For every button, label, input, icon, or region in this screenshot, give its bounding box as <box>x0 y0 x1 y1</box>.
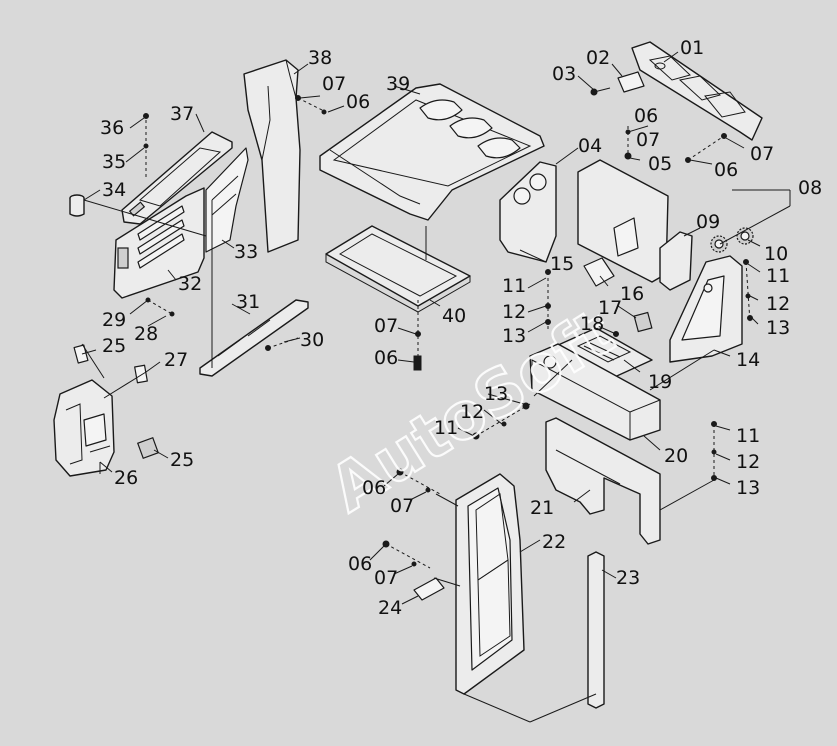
part-25b-pad <box>136 436 160 460</box>
callout-06: 06 <box>346 91 370 113</box>
callout-27: 27 <box>164 349 188 371</box>
part-14-right-console <box>669 255 743 363</box>
callout-25: 25 <box>102 335 126 357</box>
part-20-frame <box>529 343 661 441</box>
callout-03: 03 <box>552 63 576 85</box>
callout-13: 13 <box>766 317 790 339</box>
part-33-inner-panel <box>205 147 249 253</box>
part-03-screw <box>590 87 611 96</box>
callout-26: 26 <box>114 467 138 489</box>
part-09-cover <box>659 231 693 291</box>
part-26-side-console <box>53 379 115 477</box>
part-31-bracket-strip <box>199 299 309 377</box>
part-38-side-post <box>243 59 301 253</box>
part-17-connector <box>633 311 653 333</box>
callout-07: 07 <box>374 315 398 337</box>
callout-12: 12 <box>502 301 526 323</box>
callout-25: 25 <box>170 449 194 471</box>
part-05-back-panel <box>577 159 669 283</box>
callout-10: 10 <box>764 243 788 265</box>
callout-06: 06 <box>362 477 386 499</box>
callout-18: 18 <box>580 313 604 335</box>
callout-labels: 01 02 03 04 05 06 06 06 06 06 06 07 07 0… <box>100 37 822 619</box>
part-32-side-panel <box>113 187 205 299</box>
callout-06: 06 <box>348 553 372 575</box>
part-16-square-plate <box>583 257 615 287</box>
callout-32: 32 <box>178 273 202 295</box>
part-24-plate <box>413 577 445 601</box>
callout-20: 20 <box>664 445 688 467</box>
callout-11: 11 <box>434 417 458 439</box>
callout-22: 22 <box>542 531 566 553</box>
callout-40: 40 <box>442 305 466 327</box>
part-25a-clip <box>73 344 89 364</box>
part-39-roof-panel <box>319 83 545 221</box>
callout-01: 01 <box>680 37 704 59</box>
callout-07: 07 <box>374 567 398 589</box>
callout-33: 33 <box>234 241 258 263</box>
callout-05: 05 <box>648 153 672 175</box>
callout-06: 06 <box>374 347 398 369</box>
part-40-tray <box>325 225 471 313</box>
callout-06: 06 <box>634 105 658 127</box>
callout-28: 28 <box>134 323 158 345</box>
callout-04: 04 <box>578 135 602 157</box>
callout-38: 38 <box>308 47 332 69</box>
callout-12: 12 <box>766 293 790 315</box>
callout-02: 02 <box>586 47 610 69</box>
part-02-plate <box>617 71 645 93</box>
callout-39: 39 <box>386 73 410 95</box>
part-01-rear-trim <box>631 41 763 141</box>
callout-13: 13 <box>736 477 760 499</box>
leader-lines <box>81 51 791 723</box>
part-21-base-bracket <box>545 417 661 545</box>
part-22-door-frame <box>455 473 525 695</box>
callout-30: 30 <box>300 329 324 351</box>
callout-17: 17 <box>598 297 622 319</box>
callout-07: 07 <box>636 129 660 151</box>
callout-16: 16 <box>620 283 644 305</box>
callout-36: 36 <box>100 117 124 139</box>
callout-37: 37 <box>170 103 194 125</box>
callout-12: 12 <box>460 401 484 423</box>
callout-21: 21 <box>530 497 554 519</box>
callout-34: 34 <box>102 179 126 201</box>
callout-35: 35 <box>102 151 126 173</box>
part-23-strip <box>587 551 605 709</box>
callout-11: 11 <box>766 265 790 287</box>
callout-11: 11 <box>736 425 760 447</box>
callout-31: 31 <box>236 291 260 313</box>
part-04-upper-console <box>499 161 557 263</box>
part-36-35-fasteners <box>143 113 149 180</box>
callout-09: 09 <box>696 211 720 233</box>
part-37-top-rail <box>121 131 233 225</box>
callout-08: 08 <box>798 177 822 199</box>
part-27-switch <box>134 364 148 384</box>
callout-19: 19 <box>648 371 672 393</box>
callout-13: 13 <box>484 383 508 405</box>
callout-23: 23 <box>616 567 640 589</box>
callout-12: 12 <box>736 451 760 473</box>
callout-15: 15 <box>550 253 574 275</box>
callout-29: 29 <box>102 309 126 331</box>
part-34-cylinder <box>69 194 85 217</box>
callout-11: 11 <box>502 275 526 297</box>
callout-07: 07 <box>322 73 346 95</box>
callout-24: 24 <box>378 597 402 619</box>
callout-07: 07 <box>390 495 414 517</box>
callout-07: 07 <box>750 143 774 165</box>
callout-13: 13 <box>502 325 526 347</box>
callout-06: 06 <box>714 159 738 181</box>
callout-14: 14 <box>736 349 760 371</box>
